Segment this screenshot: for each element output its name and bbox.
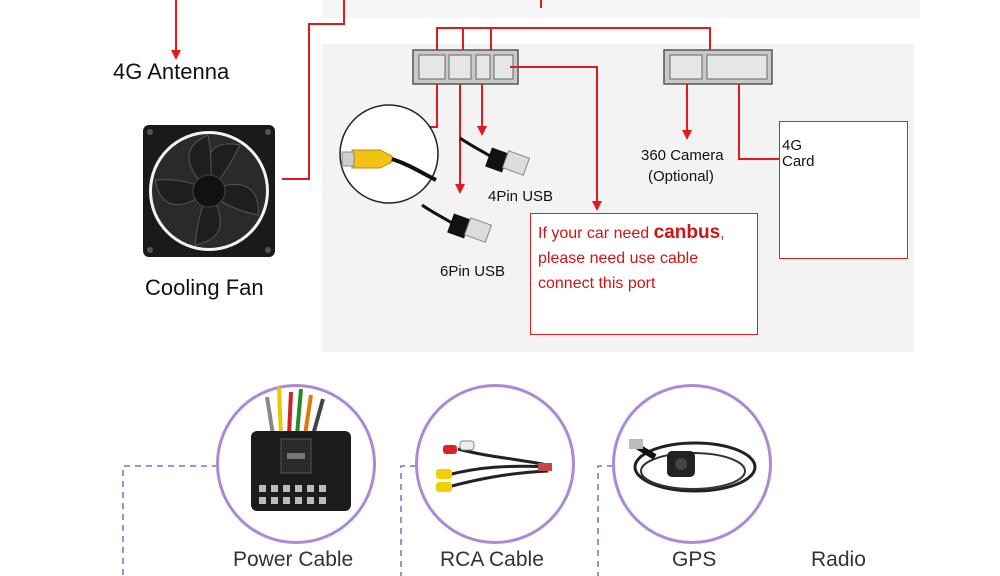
canbus-keyword: canbus (653, 222, 721, 243)
power-cable-label: Power Cable (233, 548, 354, 571)
card-arrow (738, 84, 779, 160)
usb-4pin-icon (459, 136, 531, 176)
power-cable-photo (216, 384, 376, 544)
secondary-connector (663, 49, 773, 85)
canbus-line-2: please need use cable (538, 250, 699, 267)
fan-wire (282, 0, 345, 180)
main-connector (412, 49, 519, 85)
rca-leader (400, 465, 416, 576)
gps-leader (597, 465, 613, 576)
fan-icon (143, 125, 275, 257)
top-background (322, 0, 920, 18)
4g-card-box: 4G Card (779, 121, 908, 259)
camera-note: (Optional) (648, 168, 714, 185)
canbus-arrow (510, 66, 602, 211)
card-label-line1: 4G (782, 137, 803, 154)
usb6-label: 6Pin USB (440, 263, 506, 280)
antenna-label: 4G Antenna (113, 59, 230, 84)
power-leader (122, 465, 218, 576)
canbus-note: If your car need canbus, please need use… (530, 213, 758, 335)
fan-label: Cooling Fan (145, 275, 264, 300)
radio-label: Radio (811, 548, 866, 571)
canbus-line-3: connect this port (538, 275, 656, 292)
connector-bus (436, 27, 711, 50)
gps-antenna-photo (612, 384, 772, 544)
rca-cable-photo (415, 384, 575, 544)
gps-label: GPS (672, 548, 717, 571)
rca-plug-icon (339, 104, 439, 204)
usb-6pin-icon (421, 203, 493, 243)
camera-label: 360 Camera (641, 147, 724, 164)
card-label-line2: Card (782, 153, 815, 170)
usb4-label: 4Pin USB (488, 188, 554, 205)
canbus-line-1: If your car need canbus, (538, 222, 725, 243)
rca-cable-label: RCA Cable (440, 548, 544, 571)
